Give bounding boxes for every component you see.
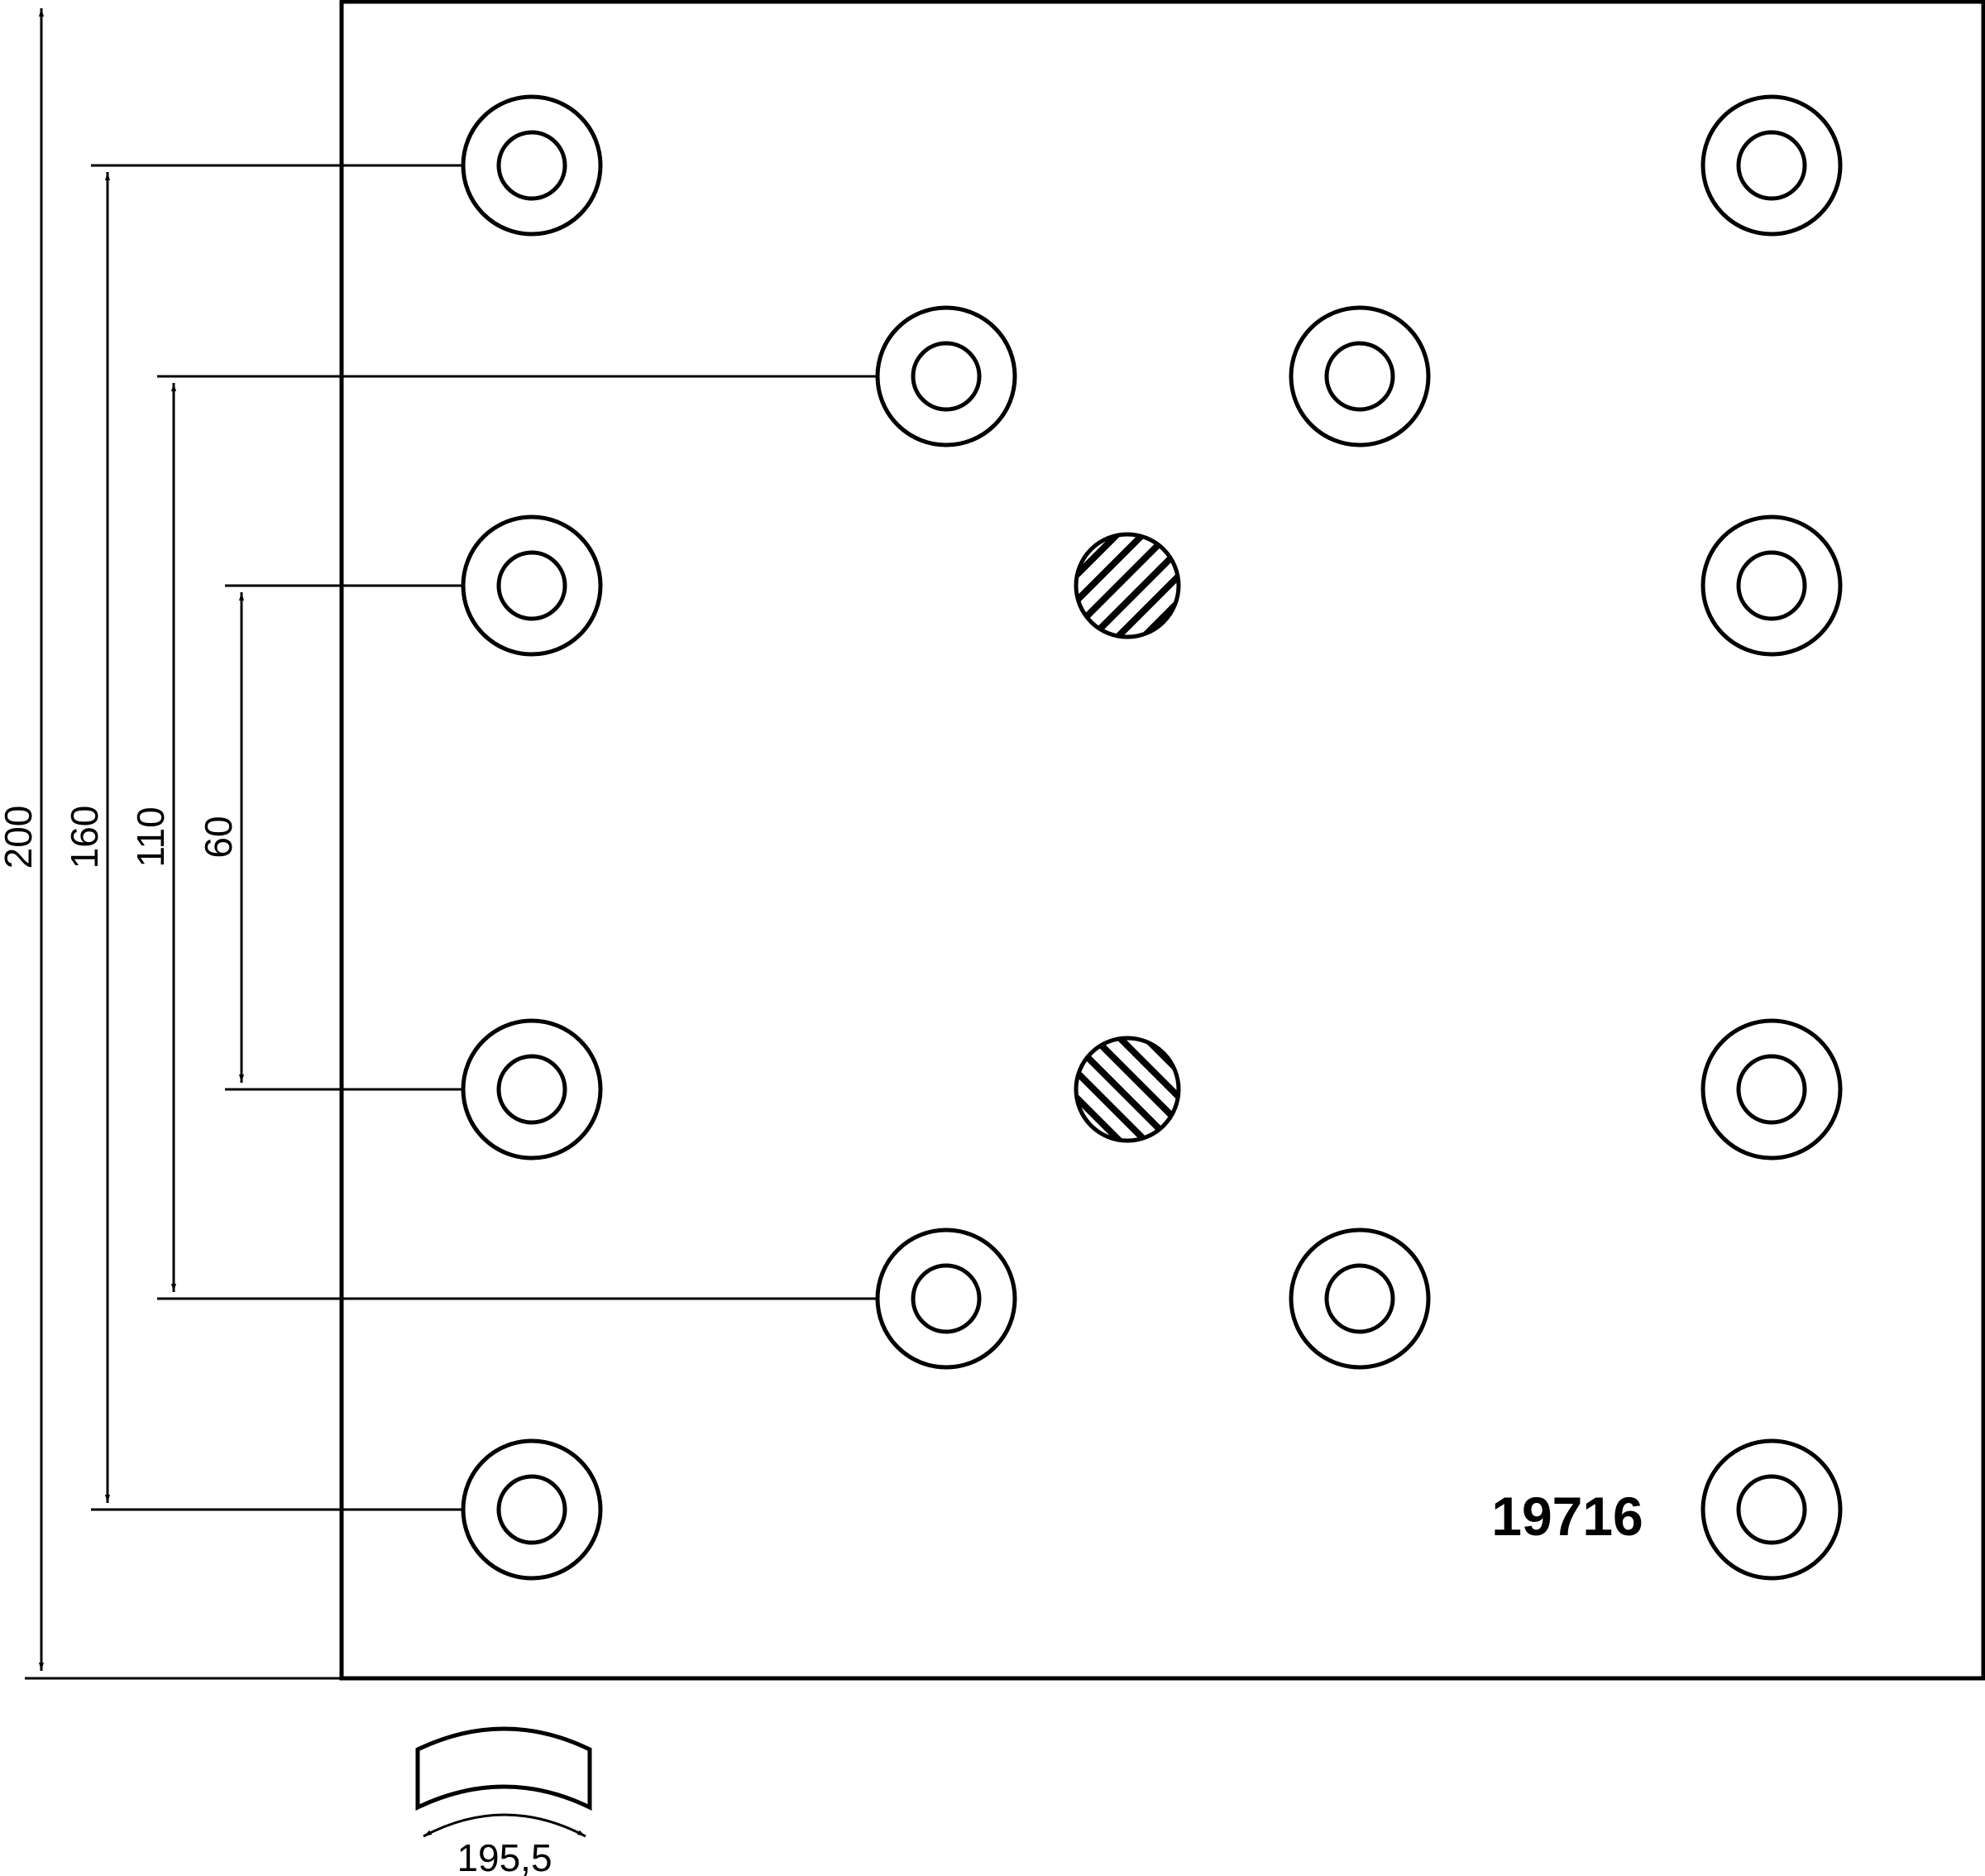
rivet-hole: [461, 94, 603, 237]
rivet-hole: [875, 1228, 1017, 1370]
dim-middle-spacing-label: 110: [129, 806, 172, 867]
rivet-hole: [1700, 1018, 1843, 1161]
dimension-lines: [39, 7, 244, 1671]
rivet-hole: [461, 514, 603, 657]
rivet-hole: [1700, 94, 1843, 237]
rivet-hole: [461, 1018, 603, 1161]
dim-outer-spacing-label: 160: [63, 806, 106, 869]
rivet-hole: [1700, 1438, 1843, 1581]
lining-curvature-symbol: [415, 1726, 592, 1838]
rivet-hole: [875, 305, 1017, 447]
rivet-hole: [1289, 1228, 1431, 1370]
lining-plate-outline: [339, 0, 1985, 1681]
arc-width-label: 195,5: [457, 1836, 552, 1876]
wear-indicator-lower: [1074, 1036, 1181, 1143]
rivet-hole: [1700, 514, 1843, 657]
extension-lines: [25, 164, 877, 1680]
rivet-hole: [1289, 305, 1431, 447]
part-number-label: 19716: [1491, 1486, 1643, 1547]
rivet-holes: [461, 94, 1843, 1581]
rivet-hole: [461, 1438, 603, 1581]
dim-inner-spacing-label: 60: [197, 816, 240, 858]
wear-indicator-upper: [1074, 532, 1181, 639]
dim-total-height-label: 200: [0, 806, 40, 869]
